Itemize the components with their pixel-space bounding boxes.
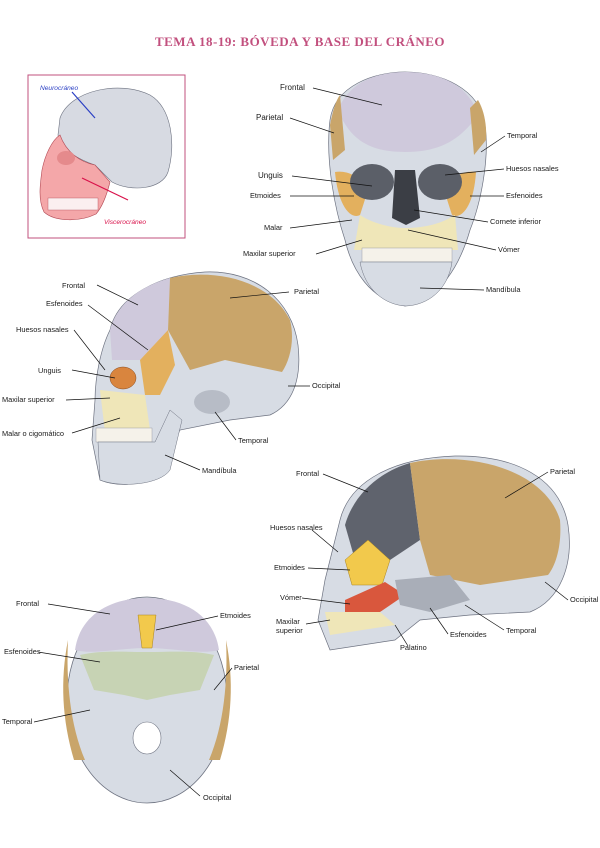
sagittal-maxilla	[325, 612, 395, 635]
label-base-frontal: Frontal	[16, 599, 39, 608]
label-front-esfenoides: Esfenoides	[506, 191, 543, 200]
label-front-unguis: Unguis	[258, 171, 283, 180]
label-sagittal-maxilar-1: Maxilar	[276, 617, 300, 626]
label-front-cornete: Cornete inferior	[490, 217, 541, 226]
label-lateral-frontal: Frontal	[62, 281, 85, 290]
base-ethmoid	[137, 614, 157, 649]
front-parietal-right	[470, 100, 487, 155]
front-mandible	[359, 261, 453, 307]
label-base-temporal: Temporal	[2, 717, 33, 726]
label-sagittal-parietal: Parietal	[550, 467, 575, 476]
sagittal-skull-figure: Frontal Parietal Huesos nasales Etmoides…	[270, 455, 599, 652]
base-leader-lines	[33, 603, 233, 797]
sagittal-leader-lines	[301, 471, 569, 647]
label-front-maxilar: Maxilar superior	[243, 249, 296, 258]
base-parietal-left	[63, 640, 85, 760]
front-nasal-cavity	[392, 170, 420, 225]
label-sagittal-frontal: Frontal	[296, 469, 319, 478]
label-sagittal-huesos-nasales: Huesos nasales	[270, 523, 323, 532]
base-sphenoid	[80, 651, 214, 700]
label-lateral-unguis: Unguis	[38, 366, 61, 375]
label-sagittal-temporal: Temporal	[506, 626, 537, 635]
lateral-skull-figure: Frontal Parietal Esfenoides Huesos nasal…	[2, 271, 341, 485]
label-lateral-temporal: Temporal	[238, 436, 269, 445]
label-base-occipital: Occipital	[203, 793, 232, 802]
front-teeth	[361, 247, 453, 263]
inset-skull-figure: Neurocráneo Viscerocráneo	[27, 74, 186, 239]
sagittal-ethmoid	[344, 539, 391, 586]
sagittal-frontal-bone	[345, 463, 420, 560]
lateral-leader-lines	[65, 284, 310, 471]
lateral-teeth	[95, 427, 153, 443]
front-leader-lines	[289, 87, 506, 291]
label-lateral-parietal: Parietal	[294, 287, 319, 296]
label-front-vomer: Vómer	[498, 245, 520, 254]
label-lateral-malar: Malar o cigomático	[2, 429, 64, 438]
inset-neurocranium	[57, 87, 173, 189]
label-neurocraneo: Neurocráneo	[40, 85, 78, 92]
lateral-temporal	[194, 390, 230, 414]
inset-blue-arrow	[71, 91, 96, 119]
label-sagittal-etmoides: Etmoides	[274, 563, 305, 572]
front-parietal-left	[330, 95, 345, 160]
label-sagittal-maxilar-2: superior	[276, 626, 303, 635]
lateral-sphenoid	[140, 330, 175, 395]
label-lateral-esfenoides: Esfenoides	[46, 299, 83, 308]
label-base-parietal: Parietal	[234, 663, 259, 672]
label-front-huesos-nasales: Huesos nasales	[506, 164, 559, 173]
label-lateral-mandibula: Mandíbula	[202, 466, 237, 475]
label-sagittal-esfenoides: Esfenoides	[450, 630, 487, 639]
label-lateral-occipital: Occipital	[312, 381, 341, 390]
label-lateral-huesos-nasales: Huesos nasales	[16, 325, 69, 334]
label-front-mandibula: Mandíbula	[486, 285, 521, 294]
sagittal-sphenoid-temporal	[395, 575, 470, 612]
page-title: TEMA 18-19: BÓVEDA Y BASE DEL CRÁNEO	[154, 34, 446, 49]
label-sagittal-vomer: Vómer	[280, 593, 302, 602]
lateral-mandible	[97, 409, 183, 485]
lateral-maxilla	[100, 390, 150, 432]
label-front-malar: Malar	[264, 223, 283, 232]
inset-red-arrow	[81, 177, 129, 201]
lateral-parietal-bone	[168, 274, 293, 372]
base-parietal-right	[209, 640, 231, 760]
inset-teeth	[47, 197, 99, 211]
label-base-esfenoides: Esfenoides	[4, 647, 41, 656]
base-foramen-magnum	[132, 721, 162, 755]
inset-orbit	[57, 151, 75, 165]
label-base-etmoides: Etmoides	[220, 611, 251, 620]
label-front-temporal: Temporal	[507, 131, 538, 140]
sagittal-vomer	[345, 582, 405, 612]
label-front-etmoides: Etmoides	[250, 191, 281, 200]
label-sagittal-occipital: Occipital	[570, 595, 599, 604]
label-lateral-maxilar: Maxilar superior	[2, 395, 55, 404]
front-orbit-right	[418, 164, 462, 200]
lateral-frontal-bone	[110, 278, 170, 360]
label-front-frontal: Frontal	[280, 83, 305, 92]
label-viscerocraneo: Viscerocráneo	[104, 219, 146, 226]
sagittal-parietal-bone	[410, 459, 561, 585]
front-skull-figure: Frontal Parietal Temporal Unguis Huesos …	[243, 71, 559, 307]
base-skull-figure: Frontal Etmoides Esfenoides Parietal Tem…	[2, 596, 259, 804]
label-sagittal-palatino: Palatino	[400, 643, 427, 652]
front-frontal-bone	[338, 72, 478, 152]
front-maxilla	[354, 215, 458, 250]
label-front-parietal: Parietal	[256, 113, 283, 122]
lateral-orbit	[109, 366, 137, 390]
front-orbit-left	[350, 164, 394, 200]
